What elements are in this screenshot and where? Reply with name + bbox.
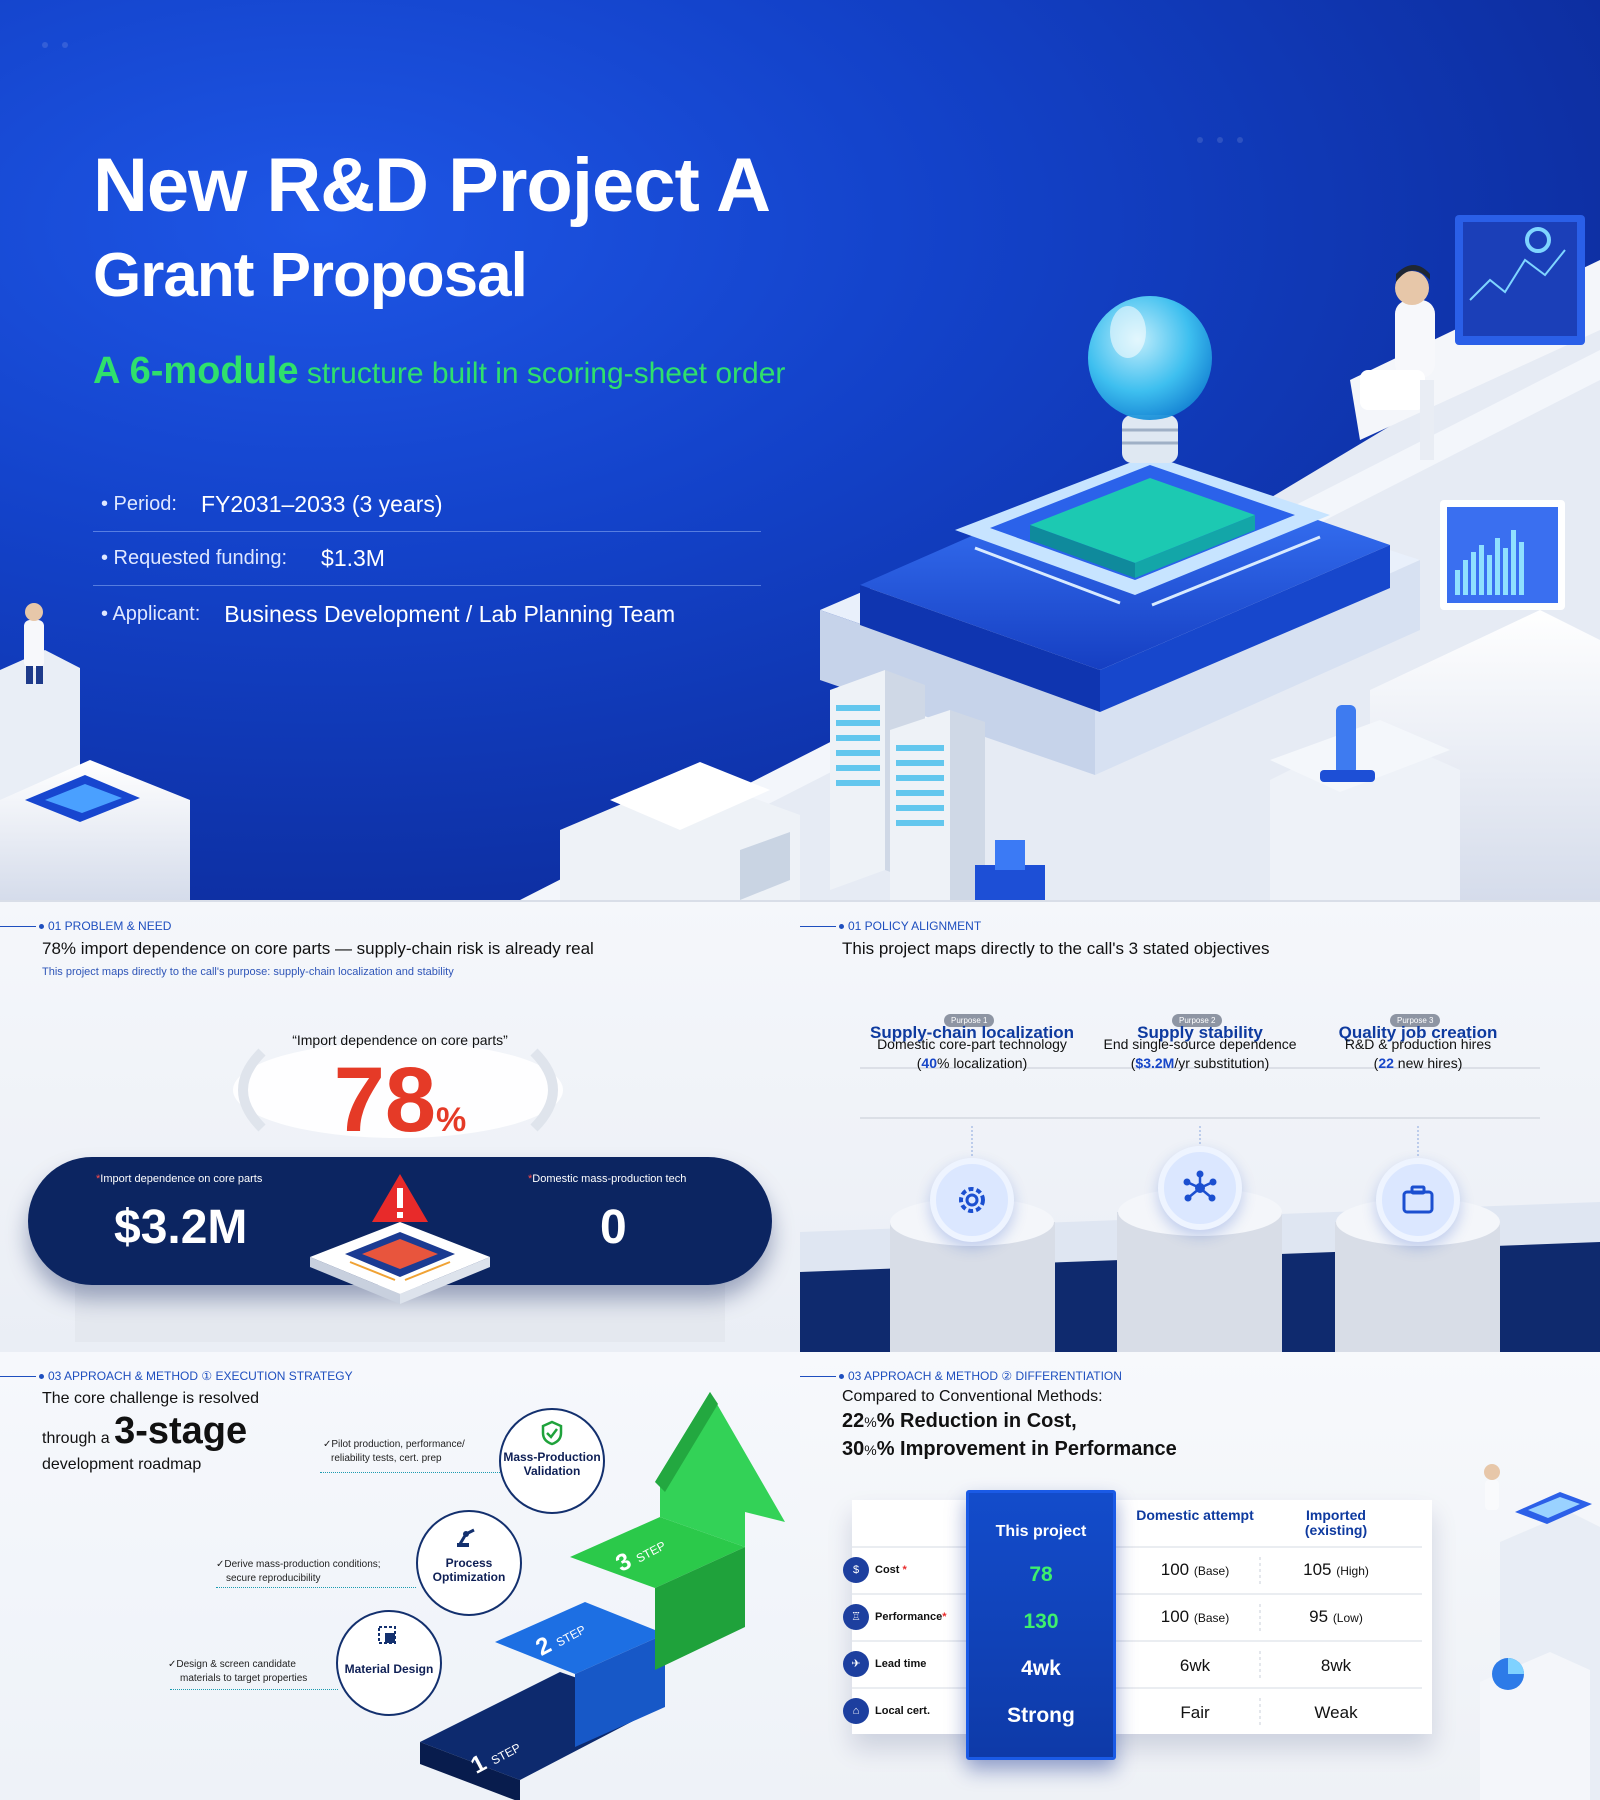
info-period-label: • Period: <box>101 493 177 515</box>
row-label-local-cert: Local cert. <box>875 1705 931 1717</box>
objective-heading-3: Quality job creation <box>1338 1023 1498 1042</box>
truck-icon: ✈ <box>843 1651 869 1677</box>
imported-cost: 105 (High) <box>1303 1560 1369 1579</box>
hero-illustration <box>0 215 1600 900</box>
section-tag: 01 PROBLEM & NEED <box>0 919 171 933</box>
stage-2-connector <box>216 1587 416 1588</box>
info-funding-value: $1.3M <box>321 545 385 571</box>
roadmap-title-line1: The core challenge is resolved <box>42 1390 260 1407</box>
stage-3-note: ✓Pilot production, performance/reliabili… <box>323 1439 465 1464</box>
right-stat-label: *Domestic mass-production tech <box>528 1173 687 1185</box>
problem-slide: 01 PROBLEM & NEED 78% import dependence … <box>0 902 800 1352</box>
section-tag-text: 03 APPROACH & METHOD ② DIFFERENTIATION <box>848 1369 1122 1383</box>
policy-pedestals <box>800 1067 1600 1352</box>
section-tag: 03 APPROACH & METHOD ② DIFFERENTIATION <box>800 1369 1122 1383</box>
ai-pillar-decoration <box>1480 1464 1600 1800</box>
domestic-local-cert: Fair <box>1180 1703 1210 1722</box>
objective-heading-1: Supply-chain localization <box>869 1023 1075 1042</box>
briefcase-icon <box>1376 1158 1460 1242</box>
info-applicant-value: Business Development / Lab Planning Team <box>224 600 676 627</box>
tagline-strong: A 6-module <box>93 350 299 392</box>
roadmap-title-line3: development roadmap <box>42 1456 202 1473</box>
robot-arm-icon <box>457 1528 475 1547</box>
roadmap-slide: 03 APPROACH & METHOD ① EXECUTION STRATEG… <box>0 1352 800 1800</box>
network-icon <box>1158 1146 1242 1230</box>
stage-mass-production-validation: Mass-Production Validation <box>499 1408 605 1514</box>
purpose-badge-3: Purpose 3 <box>1390 1014 1441 1027</box>
project-lead-time: 4wk <box>1021 1657 1061 1680</box>
info-applicant-label: • Applicant: <box>101 602 201 625</box>
objective-desc-2: End single-source dependence($3.2M/yr su… <box>1103 1036 1297 1071</box>
section-tag: 03 APPROACH & METHOD ① EXECUTION STRATEG… <box>0 1369 353 1383</box>
project-performance: 130 <box>1023 1610 1059 1633</box>
info-period-value: FY2031–2033 (3 years) <box>200 491 443 517</box>
dollar-icon: $ <box>843 1557 869 1583</box>
stage-2-note: ✓Derive mass-production conditions;secur… <box>216 1559 381 1584</box>
material-icon <box>378 1626 396 1644</box>
objective-desc-3: R&D & production hires(22 new hires) <box>1344 1036 1492 1071</box>
slide-title: 78% import dependence on core parts — su… <box>42 939 594 958</box>
section-tag: 01 POLICY ALIGNMENT <box>800 919 981 933</box>
imported-local-cert: Weak <box>1314 1703 1358 1722</box>
domestic-cost: 100 (Base) <box>1160 1560 1230 1579</box>
table-lines <box>852 1546 1422 1725</box>
hero-slide: New R&D Project A Grant Proposal A 6-mod… <box>0 0 1600 900</box>
col-header-project: This project <box>995 1523 1087 1540</box>
diff-cost-line: 22%% Reduction in Cost, <box>842 1410 1077 1432</box>
stage-3-connector <box>320 1472 500 1473</box>
diff-title-line1: Compared to Conventional Methods: <box>842 1388 1103 1405</box>
project-local-cert: Strong <box>1007 1704 1075 1727</box>
section-tag-text: 01 POLICY ALIGNMENT <box>848 919 982 933</box>
info-funding: • Requested funding: $1.3M <box>93 532 761 586</box>
big-percent-unit: % <box>436 1101 467 1139</box>
hero-title: New R&D Project A <box>93 143 771 228</box>
row-label-cost: Cost * <box>875 1564 907 1576</box>
staircase-graphic <box>420 1392 785 1800</box>
shield-check-icon <box>541 1420 563 1446</box>
stage-process-optimization: Process Optimization <box>416 1510 522 1616</box>
stage-1-connector <box>170 1689 338 1690</box>
diff-perf-line: 30%% Improvement in Performance <box>842 1438 1177 1460</box>
imported-performance: 95 (Low) <box>1309 1607 1363 1626</box>
big-percent: 78% <box>0 1054 800 1166</box>
policy-slide: 01 POLICY ALIGNMENT This project maps di… <box>800 902 1600 1352</box>
domestic-lead-time: 6wk <box>1179 1656 1211 1675</box>
left-stat-label: *Import dependence on core parts <box>96 1173 263 1185</box>
slide-title: This project maps directly to the call's… <box>842 939 1270 958</box>
big-percent-value: 78 <box>333 1049 437 1151</box>
imported-lead-time: 8wk <box>1320 1656 1352 1675</box>
hero-tagline: A 6-module structure built in scoring-sh… <box>93 350 785 393</box>
problem-decoration <box>75 1042 725 1342</box>
warning-chip-icon <box>310 1174 490 1304</box>
trophy-icon: ♖ <box>843 1604 869 1630</box>
tagline-rest: structure built in scoring-sheet order <box>298 357 786 390</box>
right-stat-value: 0 <box>600 1201 627 1254</box>
info-period: • Period: FY2031–2033 (3 years) <box>93 478 761 532</box>
section-tag-text: 01 PROBLEM & NEED <box>48 919 172 933</box>
row-label-lead-time: Lead time <box>875 1658 927 1670</box>
roadmap-title-line2: through a 3-stage <box>42 1410 248 1452</box>
objective-desc-1: Domestic core-part technology(40% locali… <box>877 1036 1067 1071</box>
certificate-icon: ⌂ <box>843 1698 869 1724</box>
hero-subtitle: Grant Proposal <box>93 241 528 310</box>
left-stat-value: $3.2M <box>114 1201 248 1254</box>
comparison-table <box>852 1500 1432 1734</box>
purpose-badge-2: Purpose 2 <box>1172 1014 1223 1027</box>
this-project-column: This project 78 130 4wk Strong <box>966 1490 1116 1760</box>
info-applicant: • Applicant: Business Development / Lab P… <box>93 587 761 641</box>
col-header-imported: Imported (existing) <box>1304 1507 1368 1538</box>
info-funding-label: • Requested funding: <box>101 547 288 569</box>
project-cost: 78 <box>1029 1563 1053 1586</box>
gear-icon <box>930 1158 1014 1242</box>
objective-heading-2: Supply stability <box>1137 1023 1263 1042</box>
section-tag-text: 03 APPROACH & METHOD ① EXECUTION STRATEG… <box>48 1369 353 1383</box>
slide-subtitle: This project maps directly to the call's… <box>42 966 454 978</box>
quote-text: “Import dependence on core parts” <box>292 1032 508 1048</box>
domestic-performance: 100 (Base) <box>1160 1607 1230 1626</box>
purpose-badge-1: Purpose 1 <box>944 1014 995 1027</box>
col-header-domestic: Domestic attempt <box>1136 1507 1254 1523</box>
row-label-performance: Performance* <box>875 1611 947 1623</box>
